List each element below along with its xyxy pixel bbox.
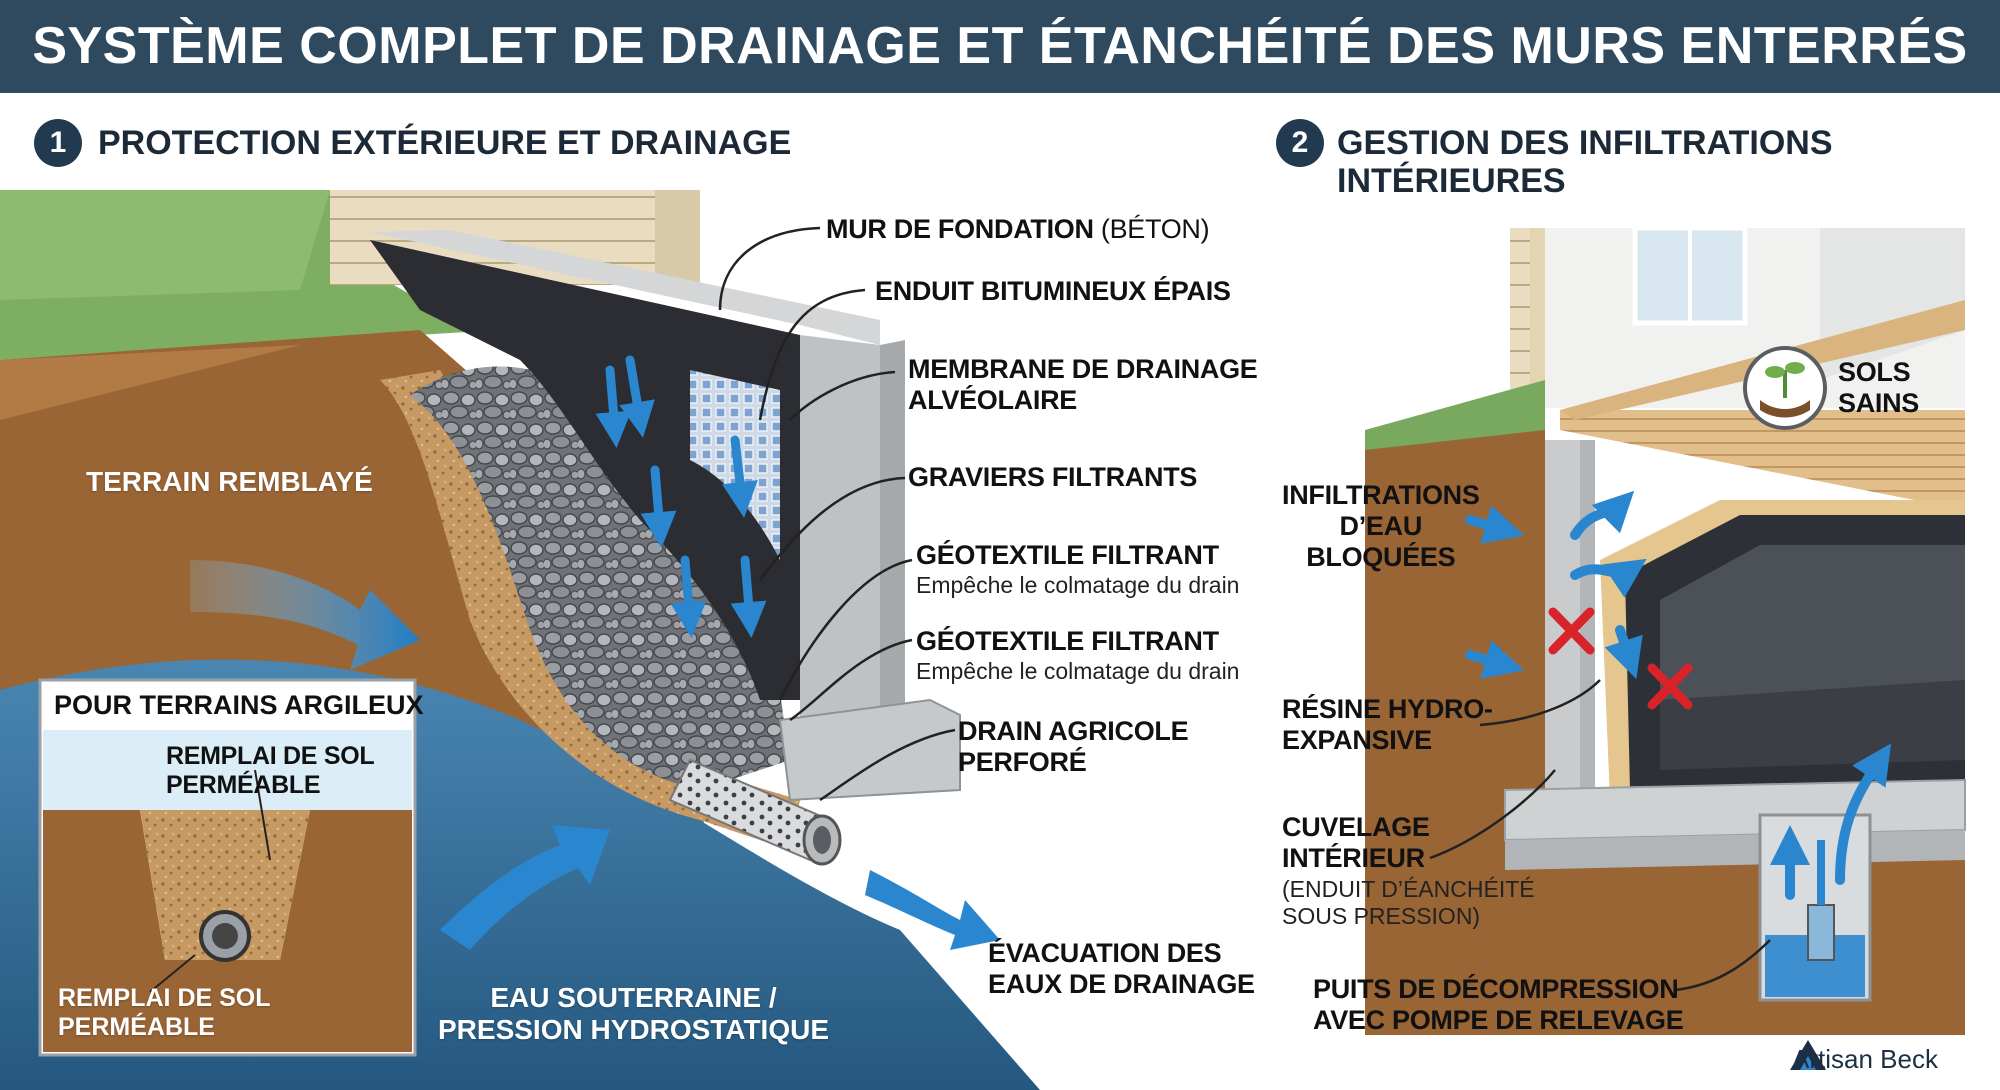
label-foundation-thin: (BÉTON) (1100, 214, 1210, 244)
label-foundation: MUR DE FONDATION (BÉTON) (826, 214, 1210, 245)
label-resin-line2: EXPANSIVE (1282, 725, 1432, 755)
label-infil-line3: BLOQUÉES (1306, 542, 1456, 572)
label-backfill: TERRAIN REMBLAYÉ (86, 466, 373, 497)
label-cuvelage: CUVELAGE INTÉRIEUR (1282, 812, 1430, 874)
label-resin: RÉSINE HYDRO- EXPANSIVE (1282, 694, 1493, 756)
label-evacuation-line1: ÉVACUATION DES (988, 938, 1222, 968)
label-membrane: MEMBRANE DE DRAINAGE ALVÉOLAIRE (908, 354, 1258, 416)
label-infil-line2: D’EAU (1339, 511, 1423, 541)
label-cuvelage-line1: CUVELAGE (1282, 812, 1430, 842)
label-cuvelage-sub2: SOUS PRESSION) (1282, 903, 1481, 929)
inset-label-top: REMPLAI DE SOL PERMÉABLE (166, 742, 375, 800)
section-1-number: 1 (34, 119, 82, 167)
label-geotextile-2: GÉOTEXTILE FILTRANT (916, 626, 1219, 656)
label-cuvelage-sub: (ENDUIT D’ÉANCHÉITÉ SOUS PRESSION) (1282, 876, 1535, 930)
section-2-number: 2 (1276, 119, 1324, 167)
title-bar: SYSTÈME COMPLET DE DRAINAGE ET ÉTANCHÉIT… (0, 0, 2000, 93)
label-groundwater-line2: PRESSION HYDROSTATIQUE (438, 1014, 830, 1045)
label-groundwater: EAU SOUTERRAINE / PRESSION HYDROSTATIQUE (438, 982, 829, 1046)
label-infiltrations: INFILTRATIONS D’EAU BLOQUÉES (1282, 480, 1480, 573)
label-drain-line2: PERFORÉ (958, 747, 1087, 777)
label-drain-line1: DRAIN AGRICOLE (958, 716, 1189, 746)
badge-sols-sains: SOLS SAINS (1838, 357, 1919, 419)
brand-name: Artisan Beck (1792, 1044, 1938, 1074)
label-evacuation: ÉVACUATION DES EAUX DE DRAINAGE (988, 938, 1255, 1000)
label-sump-line1: PUITS DE DÉCOMPRESSION (1313, 974, 1679, 1004)
label-foundation-bold: MUR DE FONDATION (826, 214, 1094, 244)
label-groundwater-line1: EAU SOUTERRAINE / (490, 982, 777, 1013)
label-bitumen: ENDUIT BITUMINEUX ÉPAIS (875, 276, 1231, 306)
badge-line2: SAINS (1838, 388, 1920, 418)
inset-title: POUR TERRAINS ARGILEUX (54, 690, 424, 720)
section-2-heading-line1: GESTION DES INFILTRATIONS (1337, 124, 1833, 162)
section-1-heading: PROTECTION EXTÉRIEURE ET DRAINAGE (98, 124, 792, 162)
section-2-heading-line2: INTÉRIEURES (1337, 162, 1566, 200)
inset-label-bottom-line2: PERMÉABLE (58, 1013, 215, 1041)
inset-label-top-line2: PERMÉABLE (166, 771, 321, 799)
label-sump-line2: AVEC POMPE DE RELEVAGE (1313, 1005, 1684, 1035)
label-geotextile-1-sub: Empêche le colmatage du drain (916, 572, 1240, 598)
label-resin-line1: RÉSINE HYDRO- (1282, 694, 1493, 724)
badge-line1: SOLS (1838, 357, 1911, 387)
section-2-heading: GESTION DES INFILTRATIONS INTÉRIEURES (1337, 124, 1833, 200)
label-membrane-line2: ALVÉOLAIRE (908, 385, 1078, 415)
label-cuvelage-line2: INTÉRIEUR (1282, 843, 1425, 873)
inset-label-bottom-line1: REMPLAI DE SOL (58, 984, 271, 1012)
page-title: SYSTÈME COMPLET DE DRAINAGE ET ÉTANCHÉIT… (32, 17, 1968, 75)
label-evacuation-line2: EAUX DE DRAINAGE (988, 969, 1255, 999)
inset-label-bottom: REMPLAI DE SOL PERMÉABLE (58, 984, 271, 1042)
label-sump: PUITS DE DÉCOMPRESSION AVEC POMPE DE REL… (1313, 974, 1684, 1036)
label-cuvelage-sub1: (ENDUIT D’ÉANCHÉITÉ (1282, 876, 1535, 902)
label-gravel: GRAVIERS FILTRANTS (908, 462, 1198, 492)
label-membrane-line1: MEMBRANE DE DRAINAGE (908, 354, 1258, 384)
label-geotextile-1: GÉOTEXTILE FILTRANT (916, 540, 1219, 570)
label-drain: DRAIN AGRICOLE PERFORÉ (958, 716, 1189, 778)
label-geotextile-2-sub: Empêche le colmatage du drain (916, 658, 1240, 684)
label-infil-line1: INFILTRATIONS (1282, 480, 1480, 510)
inset-label-top-line1: REMPLAI DE SOL (166, 742, 375, 770)
